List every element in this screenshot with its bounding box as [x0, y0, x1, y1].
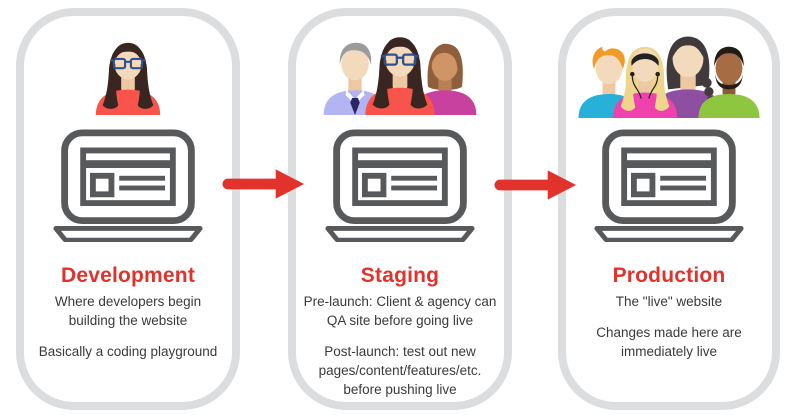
stage-paragraph: Where developers begin building the webs…	[54, 294, 202, 328]
avatar-group-development	[89, 37, 167, 115]
stage-description: Where developers begin building the webs…	[24, 292, 232, 373]
stage-paragraph: Changes made here are immediately live	[596, 325, 742, 359]
avatar-group-production	[572, 30, 766, 118]
stage-paragraph: Basically a coding playground	[38, 344, 218, 359]
avatar-short-hair-woman-icon	[413, 43, 477, 115]
avatar-blonde-headphones-woman-icon	[612, 46, 678, 118]
stage-paragraph: The "live" website	[615, 294, 723, 309]
laptop-browser-icon	[594, 129, 744, 243]
stage-card-staging: Staging Pre-launch: Client & agency can …	[288, 8, 512, 410]
stage-title: Production	[612, 264, 726, 287]
avatar-woman-glasses-icon	[95, 42, 161, 115]
stage-card-development: Development Where developers begin build…	[16, 8, 240, 410]
avatar-bearded-man-icon	[698, 46, 760, 118]
flow-arrow-icon	[494, 170, 577, 200]
laptop-browser-icon	[53, 129, 203, 243]
stage-title: Development	[60, 264, 196, 287]
stage-description: The "live" website Changes made here are…	[566, 292, 772, 373]
flow-arrow-icon	[222, 169, 305, 199]
avatar-woman-glasses-icon	[365, 37, 435, 115]
stage-title: Staging	[360, 264, 440, 287]
laptop-browser-icon	[325, 129, 475, 243]
stage-card-production: Production The "live" website Changes ma…	[558, 8, 780, 410]
stage-description: Pre-launch: Client & agency can QA site …	[296, 292, 504, 411]
stage-paragraph: Pre-launch: Client & agency can QA site …	[303, 294, 497, 328]
avatar-group-staging	[317, 31, 483, 115]
stage-paragraph: Post-launch: test out new pages/content/…	[318, 344, 482, 397]
